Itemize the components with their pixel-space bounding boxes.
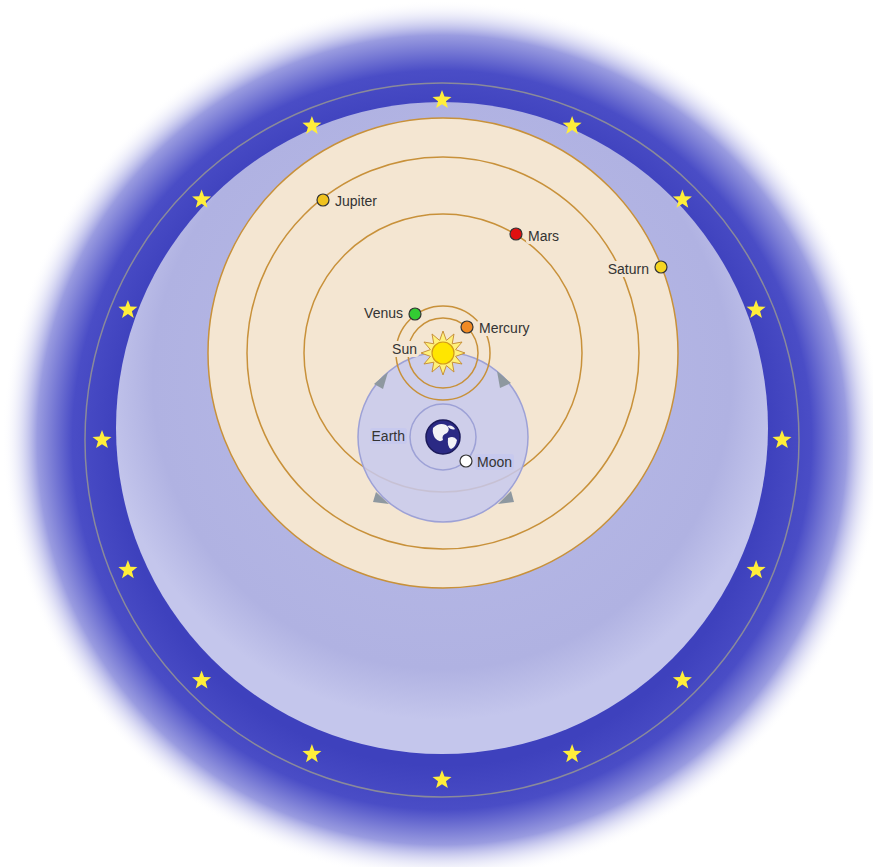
star [673,670,692,688]
planet-label: Saturn [606,261,651,277]
planet-dots [317,194,667,467]
star [192,670,211,688]
star [747,560,766,578]
planet-label: Mars [526,228,561,244]
inner-sky [116,102,768,754]
star [432,90,451,108]
star [563,116,582,134]
star [432,770,451,788]
moon-label: Moon [475,454,514,470]
sun-disk [432,342,454,364]
moon-orbit [410,404,476,470]
star-sphere [85,83,799,797]
sun-symbol [421,331,465,375]
star [92,430,111,448]
earth-symbol [426,420,460,454]
fixed-stars [92,90,791,788]
star [118,300,137,318]
star [302,744,321,762]
star [673,190,692,208]
star [302,116,321,134]
planet-label: Jupiter [333,193,379,209]
earth-label: Earth [370,428,407,444]
star [563,744,582,762]
saturn-orbit [208,118,678,588]
planet-label: Venus [362,305,405,321]
mars-orbit [304,214,582,492]
star [118,560,137,578]
jupiter-orbit [247,157,639,549]
sun-rays [421,331,465,375]
star [772,430,791,448]
planet-label: Mercury [477,320,532,336]
star [747,300,766,318]
sun-label: Sun [390,341,419,357]
sun-path [358,352,528,522]
star [192,190,211,208]
